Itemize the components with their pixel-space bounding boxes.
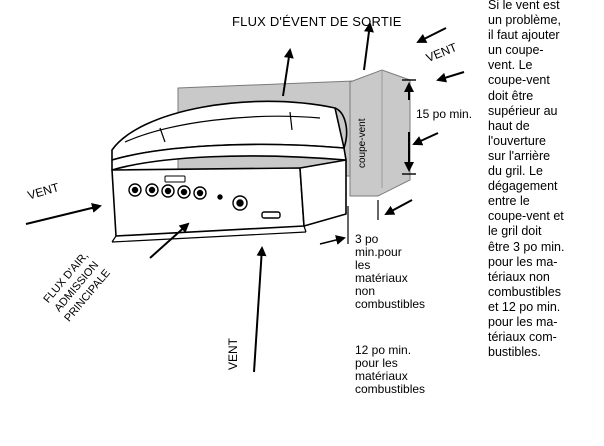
clearance-combustible-note: 12 po min. pour les matériaux combustibl… xyxy=(355,344,425,396)
instruction-line: entre le xyxy=(488,194,530,209)
control-knobs xyxy=(128,183,281,219)
note-line: pour les xyxy=(355,356,398,370)
instruction-line: vent. Le xyxy=(488,58,533,73)
instruction-line: Si le vent est xyxy=(488,0,560,12)
instruction-line: un coupe- xyxy=(488,43,544,58)
exhaust-flow-arrows xyxy=(282,22,374,97)
height-min-label: 15 po min. xyxy=(416,107,473,121)
instruction-line: un problème, xyxy=(488,13,561,28)
note-line: 12 po min. xyxy=(355,343,412,357)
instruction-line: tériaux com- xyxy=(488,330,557,345)
instruction-line: dégagement xyxy=(488,179,558,194)
grill-illustration xyxy=(111,100,348,243)
instruction-line: pour les ma- xyxy=(488,314,558,329)
instruction-line: du gril. Le xyxy=(488,164,543,179)
instruction-line: pour les ma- xyxy=(488,254,558,269)
instruction-line: doit être xyxy=(488,88,534,103)
instruction-line: sur l'arrière xyxy=(488,148,551,163)
instruction-line: combustibles xyxy=(488,284,561,299)
instruction-line: supérieur au xyxy=(488,103,558,118)
wind-label-bottom: VENT xyxy=(226,337,240,370)
instruction-line: coupe-vent xyxy=(488,73,550,88)
instruction-line: haut de xyxy=(488,118,530,133)
instruction-line: il faut ajouter xyxy=(488,28,560,43)
note-line: matériaux xyxy=(355,369,408,383)
exhaust-flow-label: FLUX D'ÉVENT DE SORTIE xyxy=(232,14,402,29)
note-line: combustibles xyxy=(355,297,426,311)
instruction-line: coupe-vent et xyxy=(488,209,564,224)
note-line: min.pour xyxy=(355,245,402,259)
wind-arrows xyxy=(25,27,465,373)
instruction-line: et 12 po min. xyxy=(488,299,561,314)
instruction-line: l'ouverture xyxy=(488,133,546,148)
instruction-line: être 3 po min. xyxy=(488,239,565,254)
note-line: les xyxy=(355,258,371,272)
height-dimension xyxy=(402,79,416,175)
note-line: combustibles xyxy=(355,382,426,396)
clearance-dimension xyxy=(319,200,379,245)
instruction-line: bustibles. xyxy=(488,345,541,360)
instruction-line: le gril doit xyxy=(488,224,542,239)
note-line: non xyxy=(355,284,376,298)
note-line: matériaux xyxy=(355,271,408,285)
instruction-line: tériaux non xyxy=(488,269,550,284)
windbreak-label: coupe-vent xyxy=(357,118,368,168)
windbreak-instructions: Si le vent est un problème, il faut ajou… xyxy=(488,0,564,360)
clearance-noncombustible-note: 3 po min.pour les matériaux non combusti… xyxy=(355,233,425,311)
note-line: 3 po xyxy=(355,232,379,246)
